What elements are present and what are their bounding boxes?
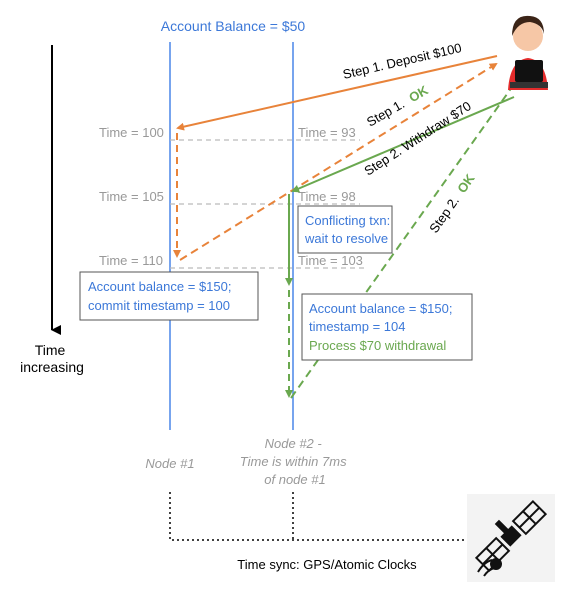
node1-result-line1: Account balance = $150; [88,279,231,294]
time-sync-link [169,492,465,541]
node1-result-text: Account balance = $150; commit timestamp… [88,279,235,313]
step1-deposit-arrow [176,55,498,131]
step2-ok-text: OK [454,171,478,196]
node1-time-110: Time = 110 [99,253,163,268]
step2-withdraw-arrow [291,96,515,193]
node2-result-line3: Process $70 withdrawal [309,338,446,353]
time-axis-label-line2: increasing [20,359,84,375]
node2-result-line2: timestamp = 104 [309,319,405,334]
step1-ok-prefix: Step 1. [364,96,407,130]
node1-result-box [79,271,259,321]
step1-ok-text: OK [406,82,431,105]
node2-label-line2: Time is within 7ms [240,454,347,469]
step1-ok-label: Step 1. OK [364,82,431,129]
node2-label-line3: of node #1 [264,472,325,487]
node1-time-100: Time = 100 [99,125,164,140]
node2-label: Node #2 - Time is within 7ms of node #1 [240,436,350,487]
conflict-text-line1: Conflicting txn: [305,213,390,228]
user-at-laptop-icon [508,15,548,90]
node1-label: Node #1 [145,456,194,471]
time-axis-label-line1: Time [35,342,66,358]
node2-time-103: Time = 103 [298,253,363,268]
node2-label-line1: Node #2 - [265,436,323,451]
diagram-title: Account Balance = $50 [161,18,306,34]
node1-time-105: Time = 105 [99,189,164,204]
conflict-box [297,205,393,254]
node1-result-line2: commit timestamp = 100 [88,298,230,313]
conflict-text: Conflicting txn: wait to resolve [304,213,394,246]
node2-time-98: Time = 98 [298,189,356,204]
step2-ok-prefix: Step 2. [426,193,462,235]
time-sync-label: Time sync: GPS/Atomic Clocks [237,557,417,572]
step1-ok-arrow [179,62,498,261]
node2-result-text: Account balance = $150; timestamp = 104 … [309,301,456,353]
step2-ok-label: Step 2. OK [426,171,478,236]
node2-result-line1: Account balance = $150; [309,301,452,316]
node2-result-box [301,293,473,361]
time-axis-label: Time increasing [20,342,84,375]
step1-deposit-label: Step 1. Deposit $100 [341,40,463,82]
node2-time-93: Time = 93 [298,125,356,140]
conflict-text-line2: wait to resolve [304,231,388,246]
satellite-icon [467,494,555,582]
